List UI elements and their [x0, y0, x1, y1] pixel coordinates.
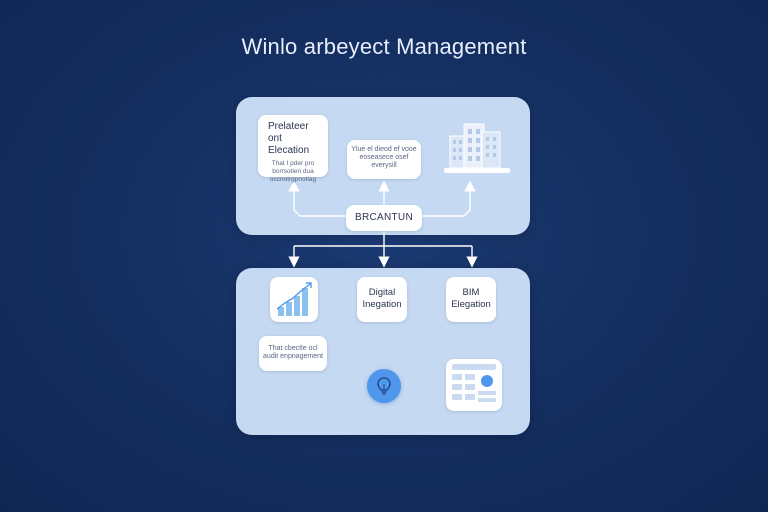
dashboard-card — [446, 359, 502, 411]
diagram-title: Winlo arbeyect Management — [241, 34, 527, 59]
digital-integration-card: Digital Inegation — [357, 277, 407, 322]
bim-card: BIM Elegation — [446, 277, 496, 322]
digital-card-heading: Digital Inegation — [362, 287, 402, 310]
note-card: Ylue el dieod ef vooe eoseasece osef eve… — [347, 140, 421, 179]
note-card-body: Ylue el dieod ef vooe eoseasece osef eve… — [351, 146, 417, 169]
bottom-note-body: That cbectle ocl audit enpnagement — [263, 345, 323, 360]
connector-building — [422, 180, 476, 217]
education-card-heading: Prelateer ont Elecation — [268, 121, 310, 156]
bar-chart-icon — [276, 282, 312, 316]
dashboard-icon — [452, 364, 496, 402]
connector-education — [288, 180, 346, 217]
education-card: Prelateer ont Elecation That I pder pro … — [258, 115, 328, 183]
education-card-body: That I pder pro borrsotien dua occnotrgp… — [269, 160, 317, 183]
lightbulb-icon — [367, 369, 401, 403]
chart-card — [270, 277, 318, 322]
building-icon — [444, 123, 510, 173]
bottom-note-card: That cbectle ocl audit enpnagement — [259, 336, 327, 371]
center-node: BRCANTUN — [346, 205, 422, 231]
bim-card-heading: BIM Elegation — [451, 287, 491, 310]
